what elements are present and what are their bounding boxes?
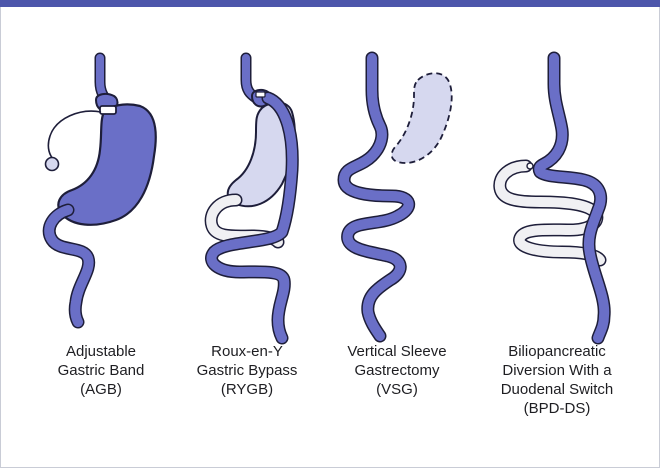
caption-agb-line1: Adjustable (26, 342, 176, 361)
rygb-illustration (211, 58, 295, 338)
caption-rygb-line3: (RYGB) (172, 380, 322, 399)
caption-vsg-line2: Gastrectomy (322, 361, 472, 380)
vsg-illustration (344, 58, 452, 336)
agb-port (46, 158, 59, 171)
caption-bpd-ds: Biliopancreatic Diversion With a Duodena… (482, 342, 632, 418)
rygb-staple (256, 92, 265, 97)
caption-vsg-line3: (VSG) (322, 380, 472, 399)
caption-rygb-line1: Roux-en-Y (172, 342, 322, 361)
agb-tubing (48, 111, 101, 160)
caption-bpd-ds-line2: Diversion With a (482, 361, 632, 380)
caption-rygb-line2: Gastric Bypass (172, 361, 322, 380)
vsg-removed-stomach (392, 73, 452, 163)
caption-rygb: Roux-en-Y Gastric Bypass (RYGB) (172, 342, 322, 399)
bpdds-switch-point (527, 163, 533, 169)
agb-illustration (46, 58, 156, 322)
caption-bpd-ds-line3: Duodenal Switch (482, 380, 632, 399)
caption-agb: Adjustable Gastric Band (AGB) (26, 342, 176, 399)
caption-vsg-line1: Vertical Sleeve (322, 342, 472, 361)
caption-bpd-ds-line1: Biliopancreatic (482, 342, 632, 361)
agb-band (100, 106, 116, 114)
caption-bpd-ds-line4: (BPD-DS) (482, 399, 632, 418)
caption-agb-line3: (AGB) (26, 380, 176, 399)
caption-agb-line2: Gastric Band (26, 361, 176, 380)
caption-vsg: Vertical Sleeve Gastrectomy (VSG) (322, 342, 472, 399)
bpdds-illustration (500, 58, 604, 338)
